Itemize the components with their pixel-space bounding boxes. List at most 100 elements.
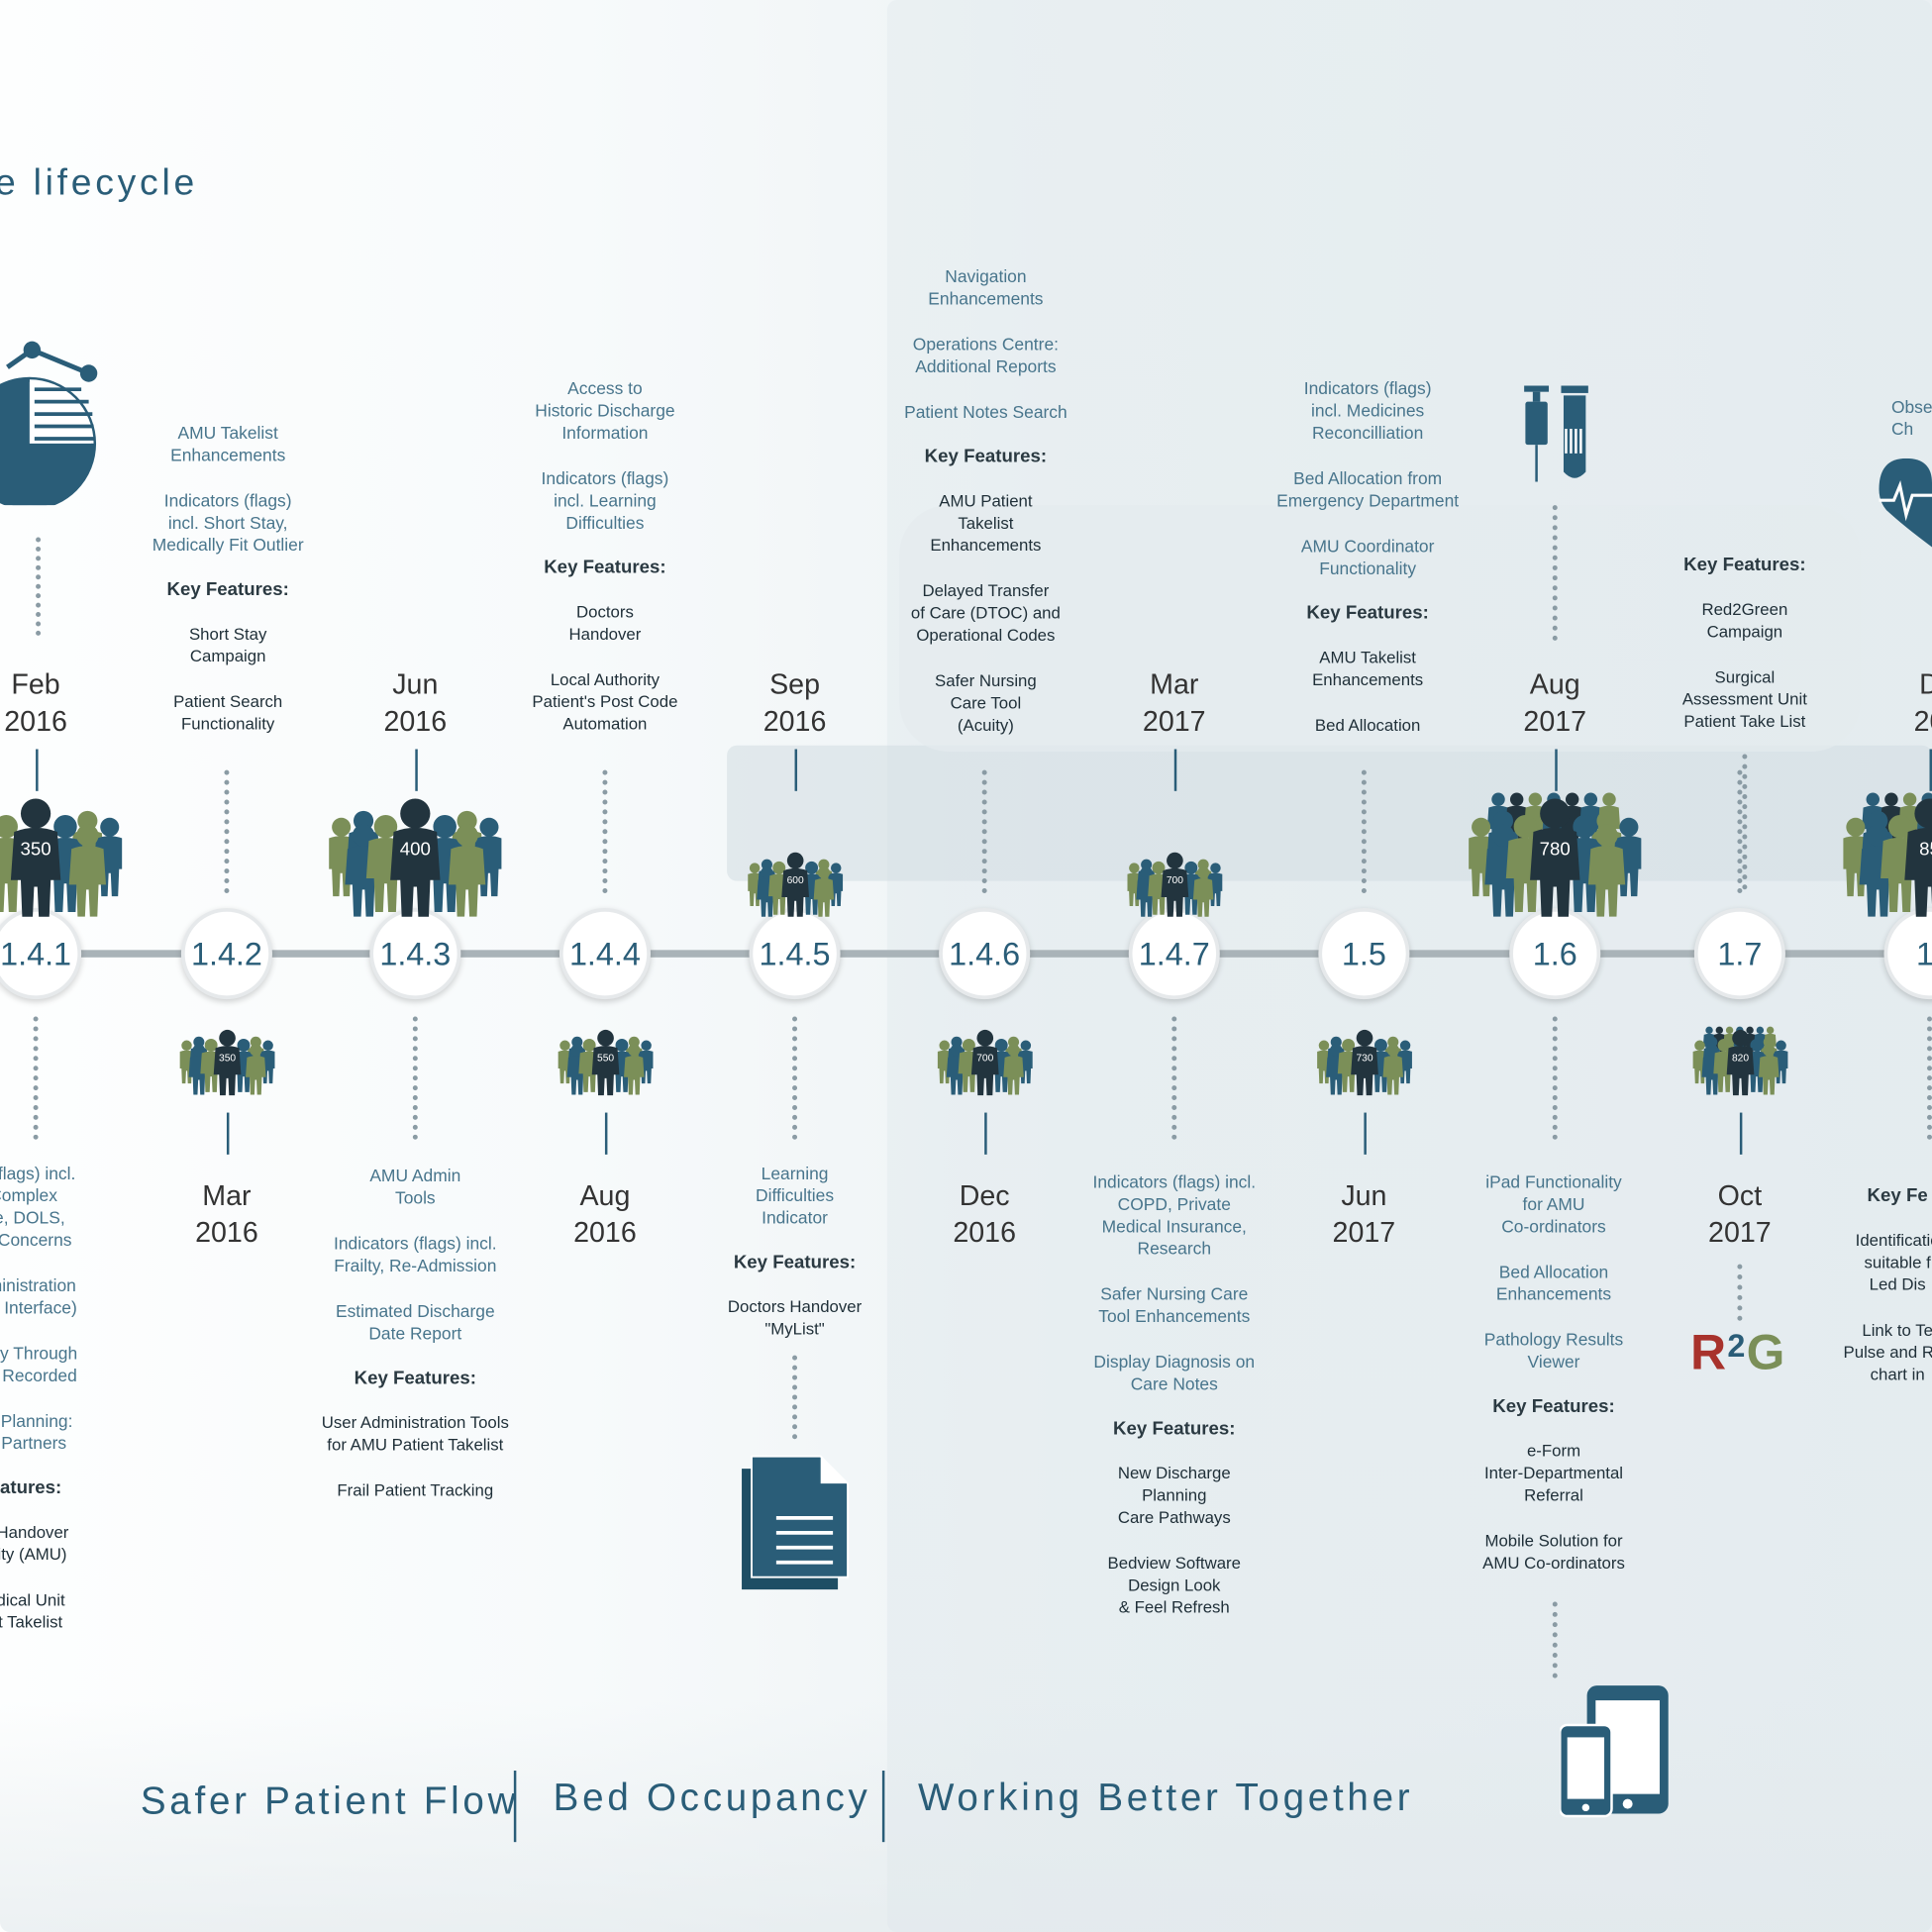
- release-month: Mar: [202, 1178, 252, 1212]
- user-crowd-icon: 730: [1314, 1020, 1414, 1100]
- info-item: harge Planning: ernal Partners: [0, 1410, 73, 1453]
- info-item: ators (flags) incl. ls, Complex harge, D…: [0, 1163, 76, 1250]
- dotted-connector: [1737, 1264, 1743, 1321]
- feature-item: Identificatio suitable f Led Dis: [1855, 1231, 1932, 1294]
- feature-item: User Administration Tools for AMU Patien…: [321, 1413, 509, 1455]
- version-node: 1.4.3: [369, 908, 461, 1000]
- user-crowd-icon: 700: [935, 1020, 1034, 1100]
- dotted-connector: [33, 1016, 39, 1140]
- release-month: Mar: [1150, 667, 1199, 700]
- feature-item: rsing Handover tionality (AMU): [0, 1522, 69, 1564]
- features-list-1-8: Obser Ch: [1891, 395, 1932, 462]
- release-year: 2016: [953, 1216, 1016, 1249]
- release-month: Jun: [392, 667, 439, 700]
- feature-item: Mobile Solution for AMU Co-ordinators: [1482, 1531, 1625, 1573]
- feature-item: Red2Green Campaign: [1701, 599, 1788, 642]
- feature-item: e-Form Inter-Departmental Referral: [1483, 1441, 1624, 1505]
- footer-separator: [881, 1771, 885, 1843]
- date-connector: [1555, 749, 1558, 791]
- features-list-1-6: iPad Functionality for AMU Co-ordinators…: [1443, 1170, 1665, 1598]
- feature-item: Short Stay Campaign: [188, 624, 267, 665]
- release-month: Aug: [1529, 667, 1580, 700]
- feature-item: Bed Allocation: [1314, 715, 1421, 735]
- feature-item: Link to Te Pulse and Res chart in: [1843, 1320, 1932, 1384]
- key-features-heading: Key Features:: [166, 578, 289, 600]
- user-count-label: 700: [976, 1053, 993, 1064]
- pie-chart-icon: [0, 341, 98, 506]
- release-month: D: [1862, 665, 1932, 702]
- release-year: 2017: [1142, 704, 1206, 738]
- info-item: Bed Allocation Enhancements: [1495, 1262, 1612, 1304]
- user-crowd-icon: 350: [177, 1020, 276, 1100]
- r2g-logo: R2G: [1690, 1326, 1785, 1381]
- dotted-connector: [1927, 1016, 1932, 1140]
- feature-item: AMU Takelist Enhancements: [1312, 648, 1424, 689]
- feature-item: Frail Patient Tracking: [337, 1480, 494, 1500]
- info-item: Estimated Discharge Date Report: [335, 1300, 495, 1344]
- version-node: 1.4.6: [939, 908, 1031, 1000]
- release-month: Dec: [959, 1178, 1010, 1212]
- r2g-two: 2: [1727, 1327, 1747, 1365]
- feature-item: New Discharge Planning Care Pathways: [1117, 1464, 1231, 1527]
- document-icon: [742, 1455, 849, 1590]
- date-connector: [794, 749, 798, 791]
- info-item: Obser Ch: [1890, 396, 1932, 439]
- date-connector: [1739, 1112, 1743, 1155]
- footer-item-1: Safer Patient Flow: [140, 1779, 520, 1823]
- release-month: Sep: [769, 667, 821, 700]
- features-list-1-4-1: ators (flags) incl. ls, Complex harge, D…: [0, 1162, 123, 1657]
- syringe-tube-icon: [1524, 385, 1588, 482]
- version-node: 1.4.2: [180, 908, 272, 1000]
- info-item: Bed Allocation from Emergency Department: [1276, 467, 1460, 511]
- date-connector: [226, 1112, 230, 1155]
- user-count-label: 550: [596, 1053, 613, 1064]
- r2g-g: G: [1746, 1325, 1786, 1380]
- feature-item: Doctors Handover: [568, 602, 642, 644]
- info-item: Indicators (flags) incl. Frailty, Re-Adm…: [334, 1233, 497, 1275]
- version-node: 1.6: [1509, 908, 1601, 1000]
- feature-item: Local Authority Patient's Post Code Auto…: [532, 669, 678, 734]
- user-crowd-icon: 780: [1465, 781, 1645, 924]
- release-year: 2016: [4, 704, 67, 738]
- info-item: Patient Notes Search: [904, 401, 1068, 422]
- date-connector: [415, 749, 418, 791]
- info-item: Learning Difficulties Indicator: [756, 1163, 835, 1228]
- user-count-label: 350: [218, 1053, 235, 1064]
- info-item: Navigation Enhancements: [928, 265, 1044, 309]
- release-year: 2016: [195, 1216, 258, 1249]
- user-crowd-icon: 700: [1124, 842, 1224, 922]
- feature-item: e Medical Unit atient Takelist: [0, 1590, 65, 1632]
- feature-item: Doctors Handover "MyList": [727, 1297, 863, 1339]
- background-bed: [727, 745, 1932, 881]
- user-crowd-icon: 85: [1839, 781, 1932, 924]
- dotted-connector: [1552, 505, 1558, 642]
- user-crowd-icon: 400: [325, 781, 505, 924]
- dotted-connector: [412, 1016, 418, 1140]
- date-connector: [1364, 1112, 1367, 1155]
- dotted-connector: [1737, 769, 1743, 894]
- key-features-heading: Key Features:: [544, 557, 666, 578]
- info-item: iPad Functionality for AMU Co-ordinators: [1485, 1171, 1622, 1236]
- tablet-phone-icon: [1560, 1685, 1669, 1818]
- dotted-connector: [1361, 769, 1367, 894]
- version-node: 1.5: [1318, 908, 1410, 1000]
- release-month: Jun: [1341, 1178, 1387, 1212]
- key-features-heading: Key Fe: [1867, 1184, 1928, 1207]
- user-count-label: 85: [1919, 839, 1932, 860]
- info-item: Operations Centre: Additional Reports: [912, 334, 1059, 376]
- page-title: e lifecycle: [0, 162, 198, 204]
- release-date: D20: [1862, 665, 1932, 740]
- dotted-connector: [1552, 1016, 1558, 1140]
- release-date: Dec 2016: [917, 1176, 1053, 1251]
- info-item: Display Diagnosis on Care Notes: [1093, 1351, 1256, 1394]
- release-year: 2017: [1523, 704, 1587, 738]
- release-date: Aug 2017: [1487, 665, 1623, 740]
- release-year: 2016: [383, 704, 448, 738]
